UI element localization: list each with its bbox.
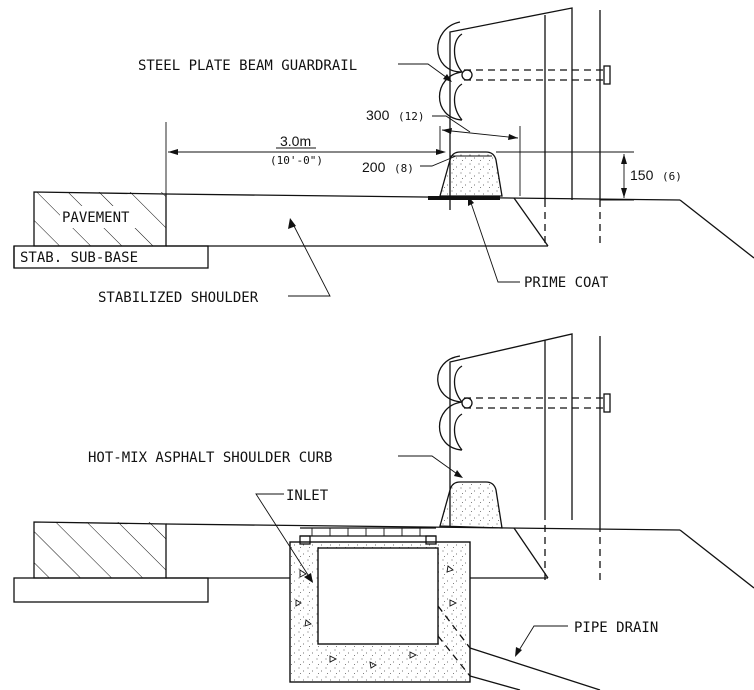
bottom-width-imperial: (8): [394, 162, 414, 175]
curb-height-imperial: (6): [662, 170, 682, 183]
curb-height-metric: 150: [630, 167, 654, 183]
bolt-head: [603, 65, 611, 85]
guardrail-label: STEEL PLATE BEAM GUARDRAIL: [138, 58, 357, 74]
inlet-structure: [289, 527, 471, 683]
pipe-drain: [437, 605, 601, 690]
inlet-label: INLET: [286, 488, 329, 504]
offset-metric: 3.0m: [280, 133, 311, 149]
pavement-label: PAVEMENT: [62, 210, 130, 226]
subbase-layer-lower: [13, 577, 209, 603]
bottom-width-metric: 200: [362, 159, 386, 175]
guardrail-assembly-lower: [437, 333, 611, 580]
shoulder-label: STABILIZED SHOULDER: [98, 290, 259, 306]
subbase-label: STAB. SUB-BASE: [20, 250, 138, 266]
prime-coat-label: PRIME COAT: [524, 275, 609, 291]
guardrail-assembly-upper: [437, 7, 611, 245]
lower-detail: HOT-MIX ASPHALT SHOULDER CURB INLET PIPE…: [13, 333, 754, 690]
top-width-imperial: (12): [398, 110, 425, 123]
pipe-label: PIPE DRAIN: [574, 620, 658, 636]
upper-detail: PAVEMENT STAB. SUB-BASE 3.0m (10'-0") 30…: [13, 7, 754, 306]
asphalt-curb-upper: [439, 151, 503, 197]
asphalt-curb-lower: [439, 481, 503, 529]
offset-imperial: (10'-0"): [270, 154, 323, 167]
inlet-grate: [299, 527, 437, 545]
top-width-metric: 300: [366, 107, 390, 123]
curb-label: HOT-MIX ASPHALT SHOULDER CURB: [88, 450, 332, 466]
